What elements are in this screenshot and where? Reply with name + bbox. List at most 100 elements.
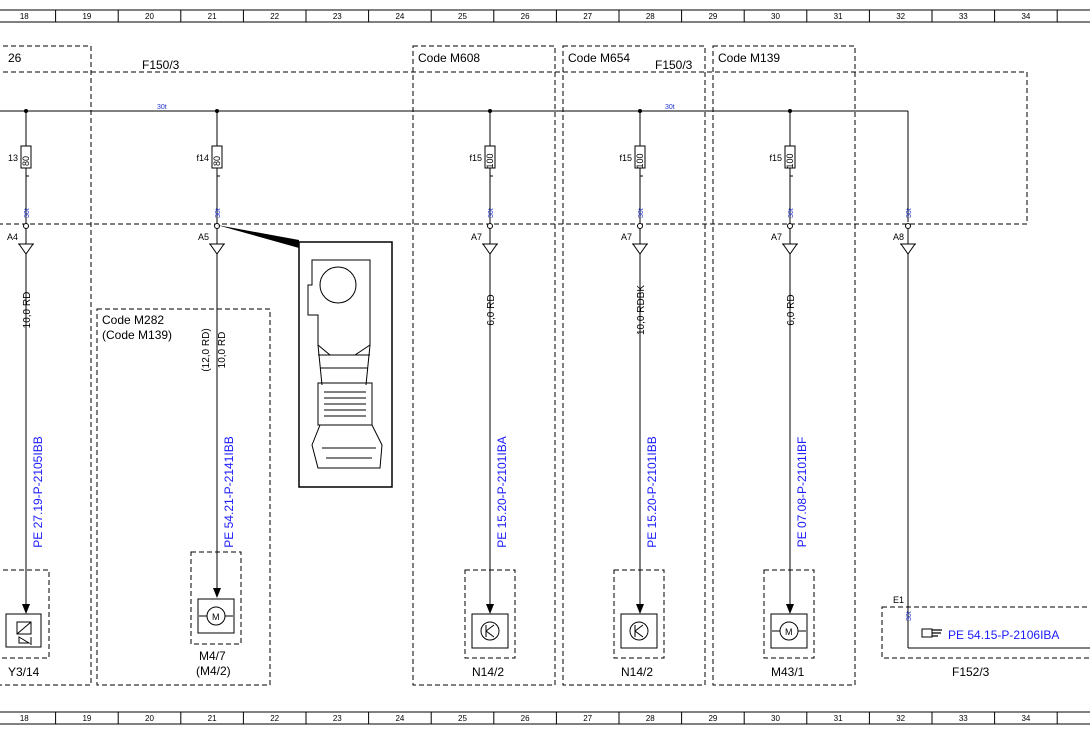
ruler-col-33: 33 <box>959 714 968 723</box>
frame-label-m282: Code M282 <box>102 313 164 327</box>
ref-link[interactable]: PE 15.20-P-2101IBB <box>645 436 659 547</box>
fuse-name: f15 <box>469 153 482 163</box>
component-m4-7: M M4/7 (M4/2) <box>190 551 242 678</box>
fuse-rating: 100 <box>635 153 645 168</box>
frame-m608 <box>412 45 556 686</box>
frames <box>0 45 1028 686</box>
ruler-col-22: 22 <box>270 714 279 723</box>
fuse-rating: 80 <box>212 156 222 166</box>
ruler-col-31: 31 <box>834 12 843 21</box>
ruler-col-18: 18 <box>20 12 29 21</box>
hand-pointer-icon <box>921 628 942 638</box>
ruler-col-31: 31 <box>834 714 843 723</box>
ruler-col-27: 27 <box>583 12 592 21</box>
terminal-signal: 30t <box>24 208 31 218</box>
fuse-name: f15 <box>619 153 632 163</box>
ref-pe-54-15[interactable]: PE 54.15-P-2106IBA <box>948 628 1059 642</box>
fuse-rating: 100 <box>485 153 495 168</box>
wire-spec: 10,0 RD <box>217 332 228 369</box>
ruler-col-34: 34 <box>1021 12 1030 21</box>
ruler-col-29: 29 <box>708 12 717 21</box>
ruler-col-25: 25 <box>458 12 467 21</box>
frame-m282 <box>96 308 271 686</box>
label-m4-2: (M4/2) <box>196 664 231 678</box>
ruler-col-22: 22 <box>270 12 279 21</box>
frame-m654 <box>562 45 706 686</box>
label-m4-7: M4/7 <box>199 649 226 663</box>
ruler-col-32: 32 <box>896 714 905 723</box>
bus-label-left: 30t <box>157 104 167 111</box>
label-e1-signal: 30t <box>906 611 913 621</box>
bus-label-right: 30t <box>665 104 675 111</box>
connector-detail <box>217 225 393 488</box>
component-n14-2-b: N14/2 <box>613 569 665 679</box>
ruler-col-30: 30 <box>771 12 780 21</box>
ruler-col-30: 30 <box>771 714 780 723</box>
terminal-label: A4 <box>7 232 18 242</box>
component-y3-14: Y3/14 <box>0 569 50 679</box>
ruler-col-34: 34 <box>1021 714 1030 723</box>
wire-spec: 6,0 RD <box>486 294 497 325</box>
wire-spec: 10,0 RD <box>22 292 33 329</box>
frame-label-f150-mid: F150/3 <box>655 58 693 72</box>
terminal-signal: 30t <box>788 208 795 218</box>
wire-spec: 10,0 RDBK <box>636 285 647 335</box>
fuse-rating: 100 <box>785 153 795 168</box>
frame-label-m282-alt: (Code M139) <box>102 328 172 342</box>
bus-30t: 30t 30t <box>0 104 909 222</box>
ruler-col-33: 33 <box>959 12 968 21</box>
terminal-label: A7 <box>471 232 482 242</box>
wire-spec: 6,0 RD <box>786 294 797 325</box>
ruler-col-32: 32 <box>896 12 905 21</box>
ruler-col-24: 24 <box>395 12 404 21</box>
frame-label-m608: Code M608 <box>418 51 480 65</box>
ref-link[interactable]: PE 15.20-P-2101IBA <box>495 436 509 547</box>
motor-glyph-m43: M <box>785 627 793 637</box>
ruler-col-26: 26 <box>521 714 530 723</box>
component-f152-3: E1 30t PE 54.15-P-2106IBA F152/3 <box>881 254 1090 679</box>
frame-left-cut <box>0 45 92 686</box>
label-y3-14: Y3/14 <box>8 665 40 679</box>
frame-label-m654: Code M654 <box>568 51 630 65</box>
ref-link[interactable]: PE 54.21-P-2141IBB <box>222 436 236 547</box>
ruler-col-24: 24 <box>395 714 404 723</box>
ruler-col-27: 27 <box>583 714 592 723</box>
wire-spec-alt: (12,0 RD) <box>201 328 212 371</box>
ruler-col-20: 20 <box>145 714 154 723</box>
frame-f150 <box>0 71 1028 225</box>
component-n14-2-a: N14/2 <box>464 569 516 679</box>
fuse-name: 13 <box>8 153 18 163</box>
terminal-label: A5 <box>198 232 209 242</box>
label-n14-2-b: N14/2 <box>621 665 653 679</box>
terminal-signal: 30t <box>638 208 645 218</box>
label-n14-2-a: N14/2 <box>472 665 504 679</box>
fuse-name: f15 <box>769 153 782 163</box>
ruler-col-21: 21 <box>208 12 217 21</box>
terminal-signal: 30t <box>488 208 495 218</box>
ruler-col-21: 21 <box>208 714 217 723</box>
terminal-signal: 30t <box>906 208 913 218</box>
ruler-col-25: 25 <box>458 714 467 723</box>
terminal-label: A7 <box>621 232 632 242</box>
ref-link[interactable]: PE 07.08-P-2101IBF <box>795 437 809 548</box>
label-f152-3: F152/3 <box>952 665 990 679</box>
component-m43-1: M M43/1 <box>763 569 815 679</box>
label-m43-1: M43/1 <box>771 665 805 679</box>
terminal-signal: 30t <box>215 208 222 218</box>
ruler-col-20: 20 <box>145 12 154 21</box>
ruler-col-28: 28 <box>646 12 655 21</box>
frame-label-f150-left: F150/3 <box>142 58 180 72</box>
fuse-rating: 80 <box>21 156 31 166</box>
ref-link[interactable]: PE 27.19-P-2105IBB <box>31 436 45 547</box>
label-e1: E1 <box>893 595 904 605</box>
ruler-col-19: 19 <box>82 714 91 723</box>
ruler-col-28: 28 <box>646 714 655 723</box>
